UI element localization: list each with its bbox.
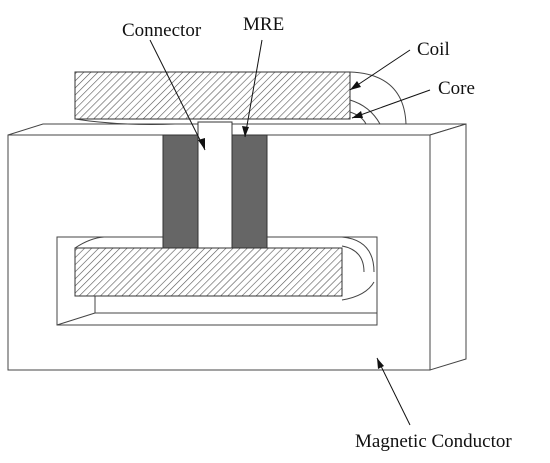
connector-arrowhead [198, 138, 205, 150]
label-connector: Connector [122, 20, 202, 41]
upper-coil-body [74, 71, 351, 120]
conductor-leader [376, 357, 411, 426]
upper-coil-end-cap [349, 71, 407, 125]
lower-coil-curve-low [341, 281, 375, 301]
label-coil: Coil [417, 39, 450, 60]
coil-leader [349, 49, 411, 91]
mre-arrowhead [242, 126, 249, 137]
lower-coil-curve-left [74, 236, 105, 249]
upper-coil-base-curve [74, 118, 176, 125]
leaders [149, 39, 431, 426]
mre-right [231, 134, 268, 249]
core-leader [351, 89, 431, 119]
lower-coil-body [74, 247, 343, 297]
core-curve-1 [349, 99, 381, 125]
lower-coil-curve-inner [341, 245, 365, 273]
mre-leader [244, 39, 263, 138]
label-mre: MRE [243, 14, 284, 35]
label-magnetic-conductor: Magnetic Conductor [355, 431, 512, 452]
coil-arrowhead [350, 81, 361, 90]
conductor-side-face [429, 123, 467, 371]
upper-coil [74, 71, 407, 125]
conductor-top-face [7, 123, 467, 136]
core-arrowhead [352, 111, 363, 118]
lower-coil-curve-outer [341, 236, 375, 273]
mre-left [162, 134, 199, 249]
conductor-arrowhead [377, 358, 384, 369]
label-core: Core [438, 78, 475, 99]
connector-leader [149, 39, 206, 151]
